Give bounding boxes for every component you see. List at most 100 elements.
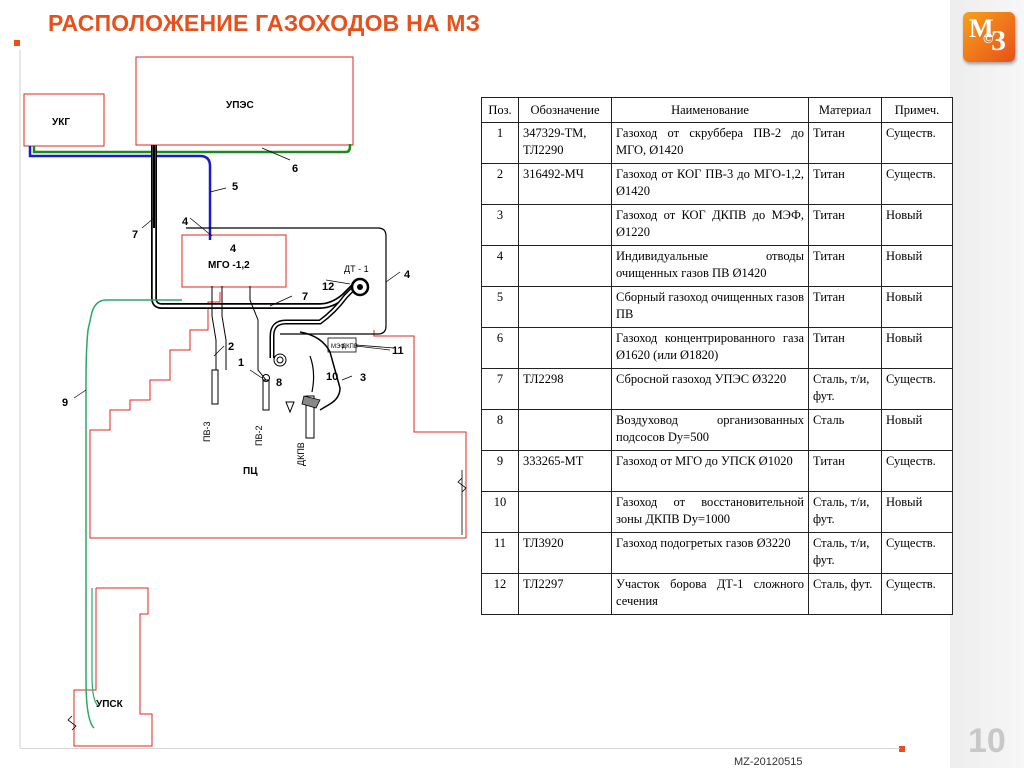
- table-row: 6 Газоход концентрированного газа Ø1620 …: [481, 327, 953, 369]
- cell-name: Газоход от КОГ ПВ-3 до МГО-1,2, Ø1420: [611, 163, 809, 205]
- break-mark: [67, 715, 77, 731]
- duct-5-blue: [28, 146, 212, 240]
- upsk-building-outline: [73, 587, 153, 747]
- cell-designation: [518, 204, 612, 246]
- logo-copyright-mark: ©: [983, 32, 994, 47]
- pc-label: ПЦ: [243, 466, 258, 477]
- cell-material: Сталь, фут.: [808, 573, 882, 615]
- cell-pos: 11: [481, 532, 519, 574]
- duct-3: [299, 331, 341, 411]
- table-row: 3 Газоход от КОГ ДКПВ до МЭФ, Ø1220 Тита…: [481, 204, 953, 246]
- duct-6-green: [32, 144, 352, 154]
- cell-material: Титан: [808, 163, 882, 205]
- cell-remark: Новый: [881, 409, 953, 451]
- duct-8-marker: [285, 401, 295, 414]
- upsk-label: УПСК: [96, 699, 124, 710]
- duct-9: [85, 299, 182, 729]
- cell-name: Газоход от скруббера ПВ-2 до МГО, Ø1420: [611, 122, 809, 164]
- pv3-unit: [211, 369, 219, 405]
- cell-material: Титан: [808, 286, 882, 328]
- cell-pos: 12: [481, 573, 519, 615]
- callout-7a: 7: [132, 229, 138, 241]
- cell-material: Сталь, т/и, фут.: [808, 368, 882, 410]
- table-header-row: Поз. Обозначение Наименование Материал П…: [481, 97, 953, 123]
- footer-code: MZ-20120515: [734, 756, 803, 768]
- callout-7b: 7: [302, 291, 308, 303]
- cell-remark: Новый: [881, 327, 953, 369]
- cell-remark: Существ.: [881, 163, 953, 205]
- table-row: 2 316492-МЧ Газоход от КОГ ПВ-3 до МГО-1…: [481, 163, 953, 205]
- cell-material: Титан: [808, 450, 882, 492]
- page-number: 10: [968, 722, 1006, 760]
- mz-logo: М © З: [963, 12, 1015, 62]
- cell-designation: [518, 409, 612, 451]
- callout-10: 10: [326, 371, 338, 383]
- cell-designation: 347329-ТМ, ТЛ2290: [518, 122, 612, 164]
- table-row: 11 ТЛ3920 Газоход подогретых газов Ø3220…: [481, 532, 953, 574]
- table-row: 12 ТЛ2297 Участок борова ДТ-1 сложного с…: [481, 573, 953, 615]
- table-row: 8 Воздуховод организованных подсосов Dу=…: [481, 409, 953, 451]
- footer-divider: [20, 748, 900, 749]
- cell-designation: 333265-МТ: [518, 450, 612, 492]
- table-row: 10 Газоход от восстановительной зоны ДКП…: [481, 491, 953, 533]
- col-header-material: Материал: [808, 97, 882, 123]
- cell-remark: Существ.: [881, 532, 953, 574]
- cell-pos: 5: [481, 286, 519, 328]
- cell-designation: [518, 245, 612, 287]
- dkpv-label: ДКПВ: [296, 442, 306, 466]
- col-header-pos: Поз.: [481, 97, 519, 123]
- logo-letter-z: З: [991, 26, 1006, 57]
- cell-pos: 3: [481, 204, 519, 246]
- ring-marker: [273, 353, 287, 367]
- mgo-number: 4: [230, 243, 237, 255]
- cell-name: Газоход от КОГ ДКПВ до МЭФ, Ø1220: [611, 204, 809, 246]
- cell-remark: Существ.: [881, 122, 953, 164]
- callout-12: 12: [322, 281, 334, 293]
- cell-name: Индивидуальные отводы очищенных газов ПВ…: [611, 245, 809, 287]
- mgo-label: МГО -1,2: [208, 260, 250, 271]
- cell-remark: Существ.: [881, 573, 953, 615]
- cell-material: Титан: [808, 245, 882, 287]
- cell-material: Титан: [808, 204, 882, 246]
- cell-remark: Новый: [881, 204, 953, 246]
- callout-5: 5: [232, 181, 238, 193]
- duct-spec-table: Поз. Обозначение Наименование Материал П…: [481, 97, 953, 615]
- cell-designation: 316492-МЧ: [518, 163, 612, 205]
- cell-pos: 1: [481, 122, 519, 164]
- mef-label: МЭФ: [331, 344, 345, 350]
- cell-pos: 7: [481, 368, 519, 410]
- callout-3: 3: [360, 372, 366, 384]
- cell-name: Газоход подогретых газов Ø3220: [611, 532, 809, 574]
- cell-pos: 9: [481, 450, 519, 492]
- cell-pos: 6: [481, 327, 519, 369]
- break-mark: [457, 477, 467, 493]
- duct-1: [249, 286, 267, 381]
- table-row: 7 ТЛ2298 Сбросной газоход УПЭС Ø3220 Ста…: [481, 368, 953, 410]
- flue-duct-diagram: УКГ УПЭС 4 МГО -1,2 ДТ - 1 МЭФ ДКПВ ПЦ У…: [19, 50, 467, 748]
- cell-name: Участок борова ДТ-1 сложного сечения: [611, 573, 809, 615]
- callout-11: 11: [392, 345, 404, 357]
- dkpv-box-label: ДКПВ: [342, 344, 358, 350]
- dt1-label: ДТ - 1: [344, 264, 369, 274]
- cell-remark: Существ.: [881, 450, 953, 492]
- callout-6: 6: [292, 163, 298, 175]
- cell-material: Сталь: [808, 409, 882, 451]
- mgo-box: [181, 234, 287, 288]
- cell-pos: 8: [481, 409, 519, 451]
- callout-1: 1: [238, 357, 244, 369]
- cell-name: Воздуховод организованных подсосов Dу=50…: [611, 409, 809, 451]
- cell-material: Сталь, т/и, фут.: [808, 491, 882, 533]
- pv2-label: ПВ-2: [254, 426, 264, 446]
- pv3-label: ПВ-3: [202, 422, 212, 442]
- cell-designation: [518, 491, 612, 533]
- table-row: 4 Индивидуальные отводы очищенных газов …: [481, 245, 953, 287]
- callout-8: 8: [276, 377, 282, 389]
- pc-building-outline: [89, 292, 467, 539]
- cell-material: Сталь, т/и, фут.: [808, 532, 882, 574]
- cell-designation: ТЛ3920: [518, 532, 612, 574]
- cell-remark: Существ.: [881, 368, 953, 410]
- cell-material: Титан: [808, 327, 882, 369]
- cell-name: Сборный газоход очищенных газов ПВ: [611, 286, 809, 328]
- upes-label: УПЭС: [226, 100, 254, 111]
- cell-pos: 4: [481, 245, 519, 287]
